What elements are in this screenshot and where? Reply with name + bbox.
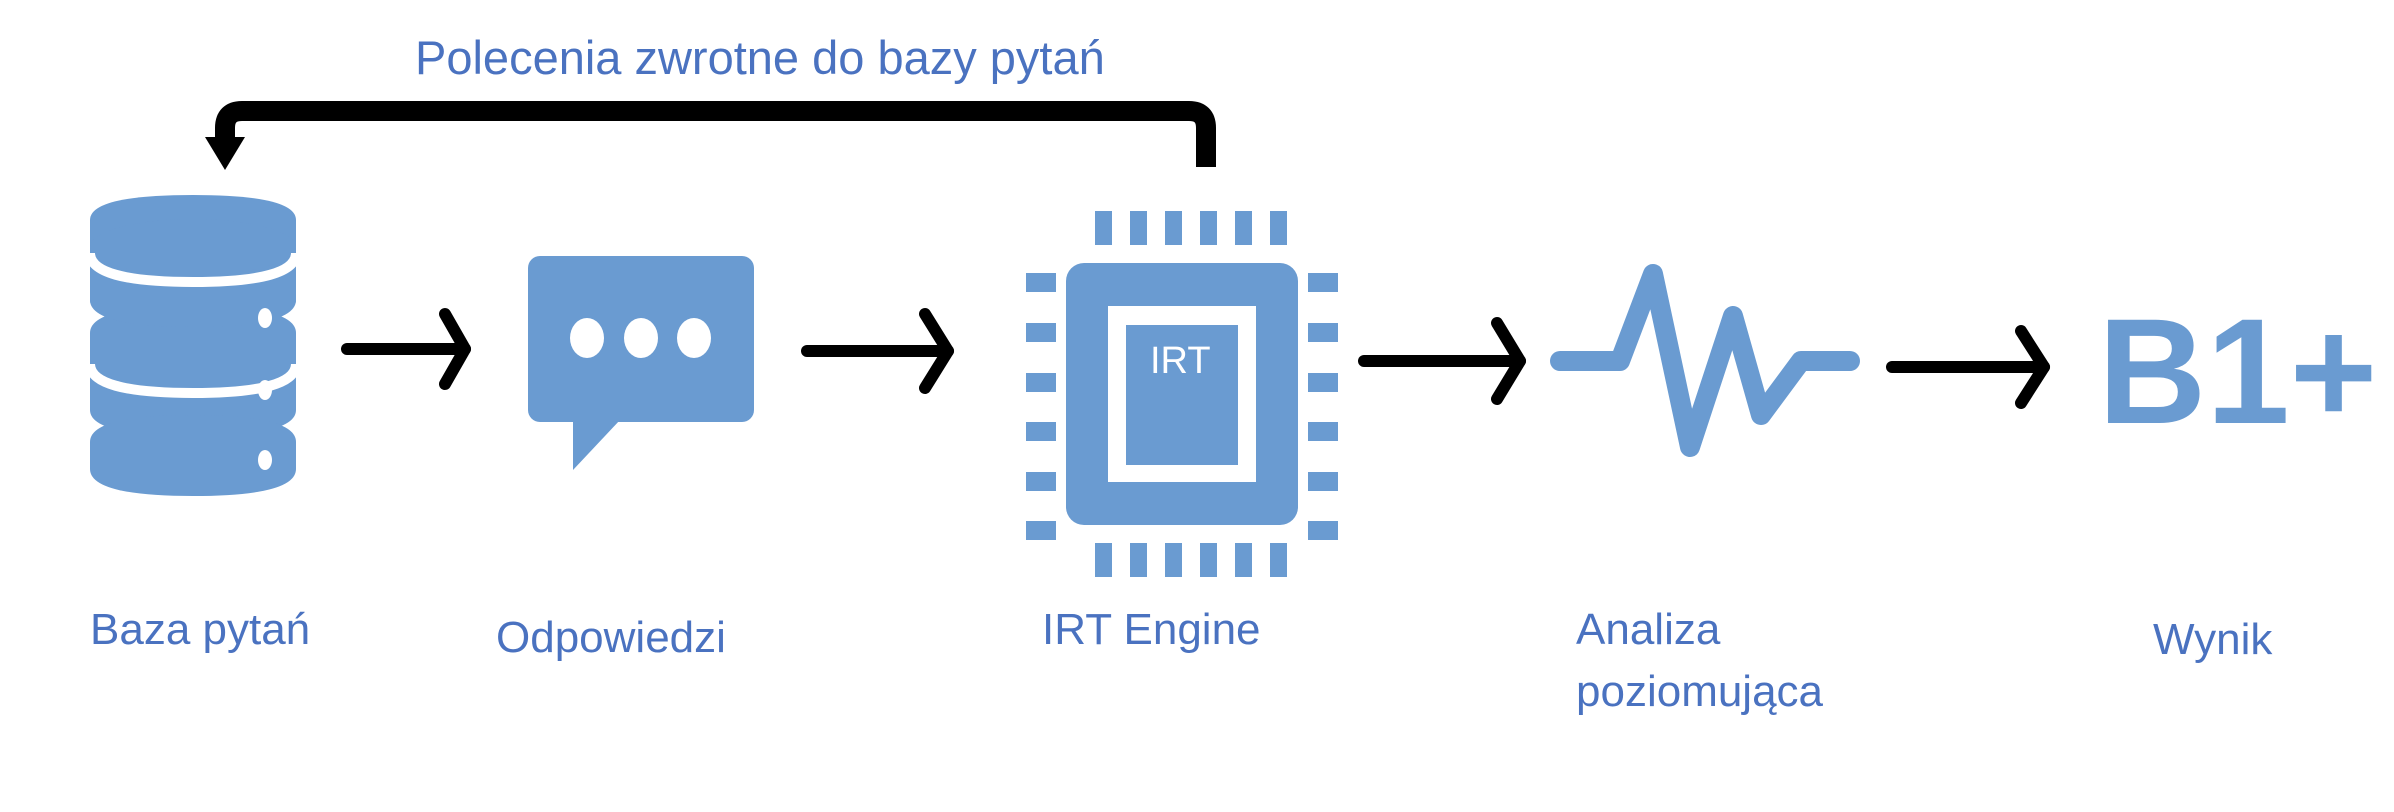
- chip-label: IRT: [1150, 340, 1211, 382]
- pulse-icon: [1550, 264, 1860, 457]
- cpu-chip-icon: [1026, 211, 1338, 577]
- label-level-analysis-line2: poziomująca: [1576, 667, 1824, 716]
- arrow-3: [1358, 317, 1526, 405]
- label-irt-engine: IRT Engine: [1042, 605, 1261, 654]
- arrow-1: [341, 308, 471, 390]
- database-icon: [85, 195, 301, 496]
- chip-pins-bottom: [1095, 543, 1287, 577]
- arrow-2: [801, 308, 954, 394]
- label-answers: Odpowiedzi: [496, 613, 726, 662]
- grade-result: B1+: [2098, 287, 2378, 455]
- label-result: Wynik: [2153, 615, 2273, 664]
- chat-bubble-icon: [528, 256, 754, 470]
- label-question-bank: Baza pytań: [90, 605, 311, 654]
- feedback-label: Polecenia zwrotne do bazy pytań: [415, 31, 1105, 84]
- feedback-loop-arrow: [205, 101, 1216, 170]
- label-level-analysis-line1: Analiza: [1576, 605, 1721, 654]
- arrow-4: [1886, 325, 2050, 409]
- chip-pins-left: [1026, 273, 1056, 540]
- chip-pins-right: [1308, 273, 1338, 540]
- chip-pins-top: [1095, 211, 1287, 245]
